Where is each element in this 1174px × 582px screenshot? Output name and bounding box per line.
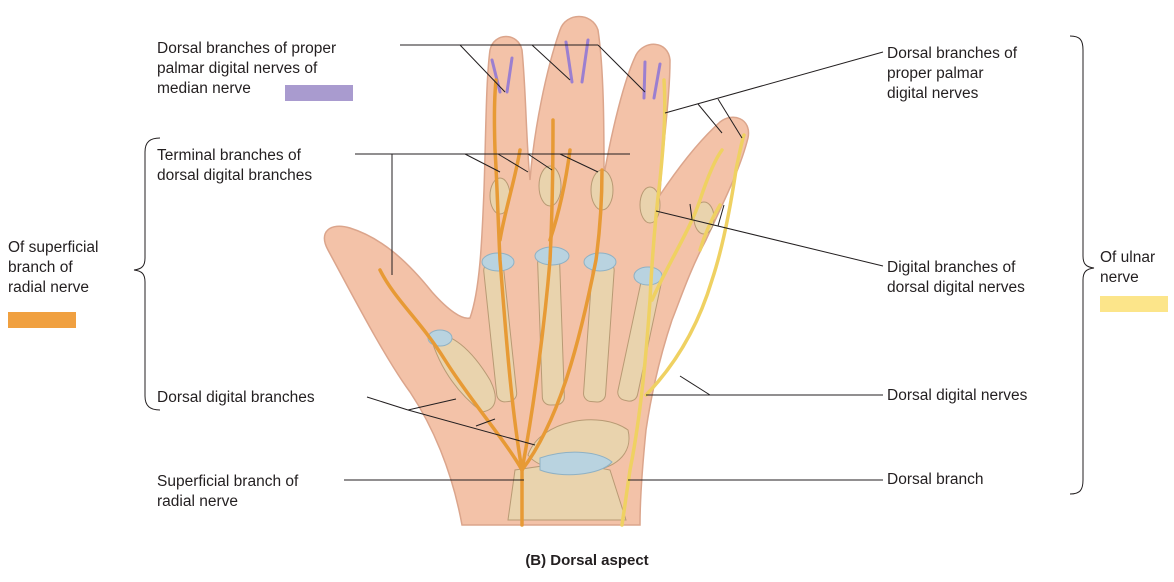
median-color-swatch [285,85,353,101]
label-line: Of superficial [8,238,98,258]
label-line: radial nerve [157,492,298,512]
label-line: Dorsal branches of [887,44,1017,64]
label-line: digital nerves [887,84,1017,104]
label-ulnar-dorsal-proper-branches: Dorsal branches of proper palmar digital… [887,44,1017,104]
label-line: Of ulnar [1100,248,1155,268]
label-dorsal-digital-branches: Dorsal digital branches [157,388,315,408]
label-ulnar-group: Of ulnar nerve [1100,248,1155,288]
label-line: proper palmar [887,64,1017,84]
label-line: palmar digital nerves of [157,59,336,79]
label-line: radial nerve [8,278,98,298]
radial-color-swatch [8,312,76,328]
label-line: Dorsal branch [887,470,984,490]
label-line: Dorsal digital nerves [887,386,1027,406]
label-dorsal-digital-nerves: Dorsal digital nerves [887,386,1027,406]
label-line: Superficial branch of [157,472,298,492]
label-line: dorsal digital branches [157,166,312,186]
figure-caption: (B) Dorsal aspect [0,552,1174,569]
label-dorsal-branch: Dorsal branch [887,470,984,490]
label-line: dorsal digital nerves [887,278,1025,298]
label-ulnar-digital-branches: Digital branches of dorsal digital nerve… [887,258,1025,298]
label-line: Terminal branches of [157,146,312,166]
label-terminal-branches: Terminal branches of dorsal digital bran… [157,146,312,186]
label-superficial-branch: Superficial branch of radial nerve [157,472,298,512]
label-radial-group: Of superficial branch of radial nerve [8,238,98,298]
label-line: nerve [1100,268,1155,288]
label-line: Dorsal digital branches [157,388,315,408]
label-line: Dorsal branches of proper [157,39,336,59]
label-line: branch of [8,258,98,278]
label-line: Digital branches of [887,258,1025,278]
ulnar-color-swatch [1100,296,1168,312]
